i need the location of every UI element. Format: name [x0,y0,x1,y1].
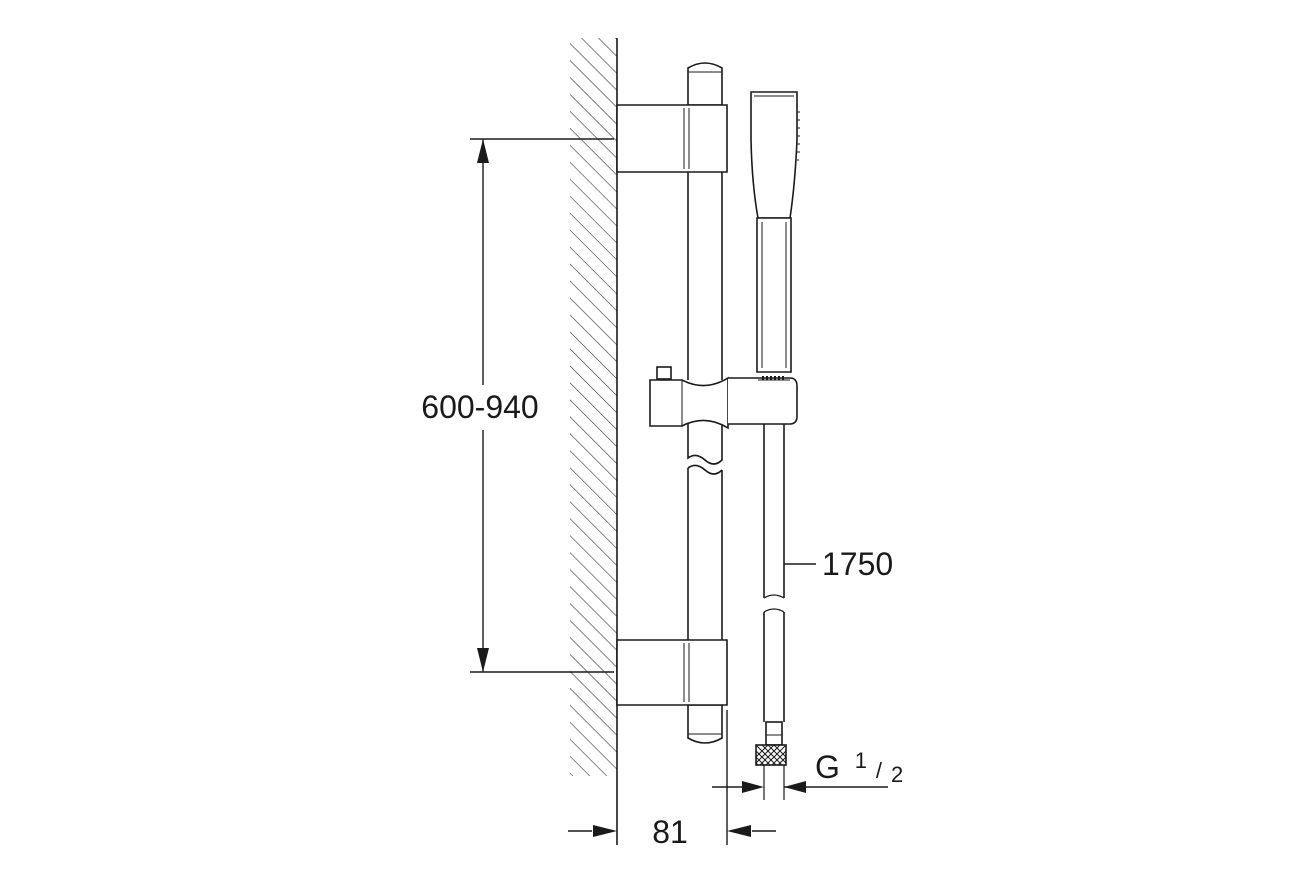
slider-knob [656,366,672,380]
wall [570,38,618,845]
slide-rail [687,62,723,744]
thread-denominator: 2 [891,762,903,787]
thread-slash: / [876,758,883,783]
offset-label: 81 [652,814,688,850]
height-range-label: 600-940 [421,389,538,425]
thread-letter: G [815,749,840,785]
lower-wall-bracket [616,639,728,706]
holder-cup [728,377,798,425]
height-dimension [470,138,614,673]
rail-lower-segment [687,422,723,465]
thread-size-label: G 1 / 2 [815,739,903,787]
rail-top-cap [687,62,723,106]
rail-upper-segment [687,172,723,380]
hose-length-label: 1750 [822,546,893,582]
thread-numerator: 1 [855,748,867,773]
upper-wall-bracket [616,104,728,173]
shower-holder-slider [649,366,798,430]
hand-shower-handle [756,217,792,373]
hand-shower-head [750,91,798,219]
offset-dimension [568,710,776,845]
hand-shower [750,91,800,373]
shower-hose [755,424,787,800]
hose-nut [765,721,783,746]
thread-dimension [712,781,888,793]
rail-break [687,464,723,475]
wall-hatching [570,38,617,776]
rail-bottom-cap [687,704,723,744]
